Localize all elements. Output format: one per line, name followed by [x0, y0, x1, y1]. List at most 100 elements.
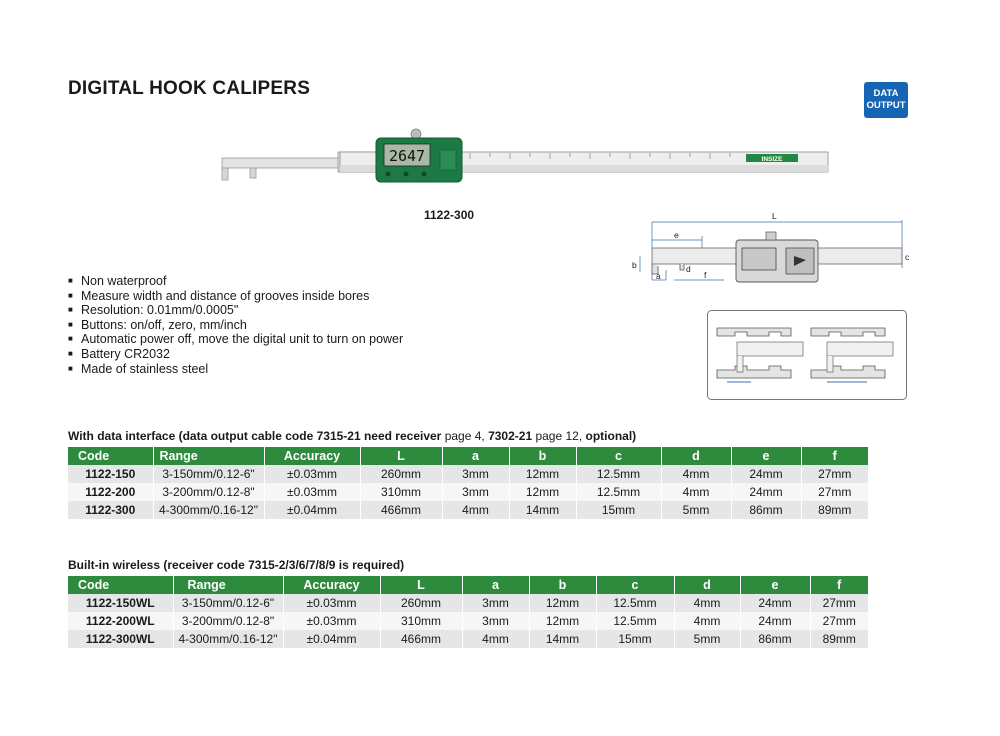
spec-table-wireless: Code Range Accuracy L a b c d e f 1122-1…: [68, 576, 868, 648]
cell-f: 27mm: [810, 594, 868, 612]
cell-a: 3mm: [462, 594, 530, 612]
cell-e: 24mm: [731, 483, 802, 501]
cell-e: 24mm: [731, 465, 802, 483]
data-output-badge: DATA OUTPUT: [864, 82, 908, 118]
col-header: Range: [153, 447, 265, 465]
scale-ticks: [469, 153, 731, 159]
col-header: a: [462, 576, 530, 594]
cell-d: 4mm: [661, 483, 732, 501]
feature-item: Resolution: 0.01mm/0.0005": [68, 303, 403, 318]
cell-d: 5mm: [661, 501, 732, 519]
cell-c: 12.5mm: [576, 483, 662, 501]
cell-code: 1122-200: [68, 483, 154, 501]
cell-c: 12.5mm: [596, 612, 675, 630]
cell-c: 12.5mm: [576, 465, 662, 483]
cell-d: 5mm: [674, 630, 741, 648]
col-header: e: [740, 576, 811, 594]
table-row: 1122-300 4-300mm/0.16-12" ±0.04mm 466mm …: [68, 501, 868, 519]
cell-L: 466mm: [380, 630, 463, 648]
col-header: Code: [68, 576, 174, 594]
table-row: 1122-300WL 4-300mm/0.16-12" ±0.04mm 466m…: [68, 630, 868, 648]
caliper-product-image: INSIZE 2647: [221, 128, 829, 183]
feature-item: Made of stainless steel: [68, 362, 403, 377]
col-header: L: [380, 576, 463, 594]
cell-range: 3-150mm/0.12-6": [153, 465, 265, 483]
feature-item: Measure width and distance of grooves in…: [68, 289, 403, 304]
cell-code: 1122-300WL: [68, 630, 174, 648]
cell-range: 3-200mm/0.12-8": [173, 612, 284, 630]
dim-label-L: L: [772, 211, 777, 221]
col-header: d: [674, 576, 741, 594]
dim-label-c: c: [905, 252, 910, 262]
cell-a: 3mm: [442, 465, 510, 483]
cell-e: 24mm: [740, 594, 811, 612]
feature-list: Non waterproof Measure width and distanc…: [68, 274, 403, 376]
cell-accuracy: ±0.04mm: [283, 630, 381, 648]
col-header: b: [529, 576, 597, 594]
cell-b: 14mm: [509, 501, 577, 519]
col-header: Accuracy: [264, 447, 361, 465]
usage-diagram: [707, 310, 907, 400]
dimension-diagram: L e b a d f c: [632, 211, 910, 283]
table2-heading: Built-in wireless (receiver code 7315-2/…: [68, 558, 405, 572]
cell-b: 12mm: [529, 612, 597, 630]
table1-heading-part: optional): [585, 429, 637, 443]
dim-label-a: a: [656, 271, 661, 281]
col-header: b: [509, 447, 577, 465]
dim-label-b: b: [632, 260, 637, 270]
cell-code: 1122-150WL: [68, 594, 174, 612]
col-header: f: [810, 576, 868, 594]
feature-item: Automatic power off, move the digital un…: [68, 332, 403, 347]
page-title: DIGITAL HOOK CALIPERS: [68, 78, 311, 99]
table-row: 1122-150 3-150mm/0.12-6" ±0.03mm 260mm 3…: [68, 465, 868, 483]
table1-heading-part: With data interface (data output cable c…: [68, 429, 442, 443]
cell-a: 3mm: [462, 612, 530, 630]
cell-d: 4mm: [661, 465, 732, 483]
table-row: 1122-150WL 3-150mm/0.12-6" ±0.03mm 260mm…: [68, 594, 868, 612]
cell-range: 4-300mm/0.16-12": [153, 501, 265, 519]
cell-a: 3mm: [442, 483, 510, 501]
cell-range: 4-300mm/0.16-12": [173, 630, 284, 648]
cell-f: 27mm: [801, 483, 868, 501]
cell-code: 1122-300: [68, 501, 154, 519]
cell-c: 15mm: [576, 501, 662, 519]
cell-b: 12mm: [509, 465, 577, 483]
product-caption: 1122-300: [424, 208, 475, 222]
cell-f: 27mm: [810, 612, 868, 630]
cell-c: 15mm: [596, 630, 675, 648]
col-header: d: [661, 447, 732, 465]
cell-d: 4mm: [674, 594, 741, 612]
table-header-row: Code Range Accuracy L a b c d e f: [68, 576, 868, 594]
dim-label-f: f: [704, 270, 707, 280]
cell-f: 89mm: [810, 630, 868, 648]
cell-L: 310mm: [360, 483, 443, 501]
cell-e: 86mm: [731, 501, 802, 519]
col-header: c: [596, 576, 675, 594]
cell-range: 3-200mm/0.12-8": [153, 483, 265, 501]
feature-item: Non waterproof: [68, 274, 403, 289]
cell-a: 4mm: [442, 501, 510, 519]
cell-L: 260mm: [360, 465, 443, 483]
cell-accuracy: ±0.03mm: [283, 594, 381, 612]
col-header: a: [442, 447, 510, 465]
col-header: e: [731, 447, 802, 465]
cell-b: 14mm: [529, 630, 597, 648]
lcd-display-value: 2647: [389, 147, 425, 165]
cell-f: 89mm: [801, 501, 868, 519]
cell-L: 310mm: [380, 612, 463, 630]
table1-heading-part: page 4,: [441, 429, 489, 443]
cell-code: 1122-150: [68, 465, 154, 483]
col-header: f: [801, 447, 868, 465]
table-row: 1122-200 3-200mm/0.12-8" ±0.03mm 310mm 3…: [68, 483, 868, 501]
table1-heading-part: 7302-21: [488, 429, 533, 443]
col-header: Code: [68, 447, 154, 465]
dim-label-e: e: [674, 230, 679, 240]
spec-table-data-interface: Code Range Accuracy L a b c d e f 1122-1…: [68, 447, 868, 519]
brand-label: INSIZE: [762, 156, 784, 163]
col-header: Range: [173, 576, 284, 594]
cell-code: 1122-200WL: [68, 612, 174, 630]
cell-b: 12mm: [509, 483, 577, 501]
cell-d: 4mm: [674, 612, 741, 630]
cell-accuracy: ±0.03mm: [264, 465, 361, 483]
col-header: Accuracy: [283, 576, 381, 594]
